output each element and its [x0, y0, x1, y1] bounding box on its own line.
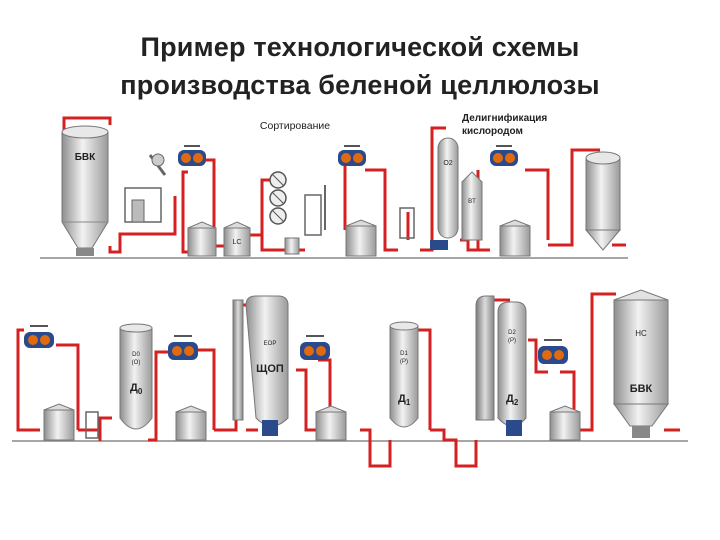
d2-name: Д [506, 393, 514, 405]
washer-7 [538, 339, 568, 364]
eop-tower [232, 295, 289, 436]
slide-title-line-2: производства беленой целлюлозы [120, 70, 600, 100]
bvk-bottom-silo [613, 289, 669, 438]
d1-name-label: Д1 [398, 393, 411, 407]
d1-tower [389, 321, 419, 428]
d1-sub: 1 [406, 398, 411, 407]
row1-small-stand [399, 207, 415, 239]
d0-sub: 0 [138, 387, 143, 396]
lc-tank [223, 221, 251, 257]
eop-label: EOP [264, 341, 277, 347]
bvk-top-label: БВК [75, 152, 96, 163]
row1-stand-1 [124, 153, 167, 223]
shchop-label: ЩОП [256, 363, 284, 375]
bvk-bottom-label: БВК [630, 383, 653, 395]
d1-paren-label: (P) [400, 359, 408, 365]
d0-tower [119, 323, 153, 430]
d0-name-label: Д0 [130, 382, 143, 396]
storage-tank-2 [345, 219, 377, 257]
storage-tank-6 [315, 405, 347, 441]
o2-reactor [430, 137, 459, 250]
slide-title-line-1: Пример технологической схемы [140, 32, 580, 62]
o2-label: O2 [443, 160, 452, 167]
sorting-screens [269, 171, 326, 255]
deligni-label-2: кислородом [462, 126, 523, 137]
d0-code-label: D0 [132, 352, 140, 358]
sorting-label: Сортирование [260, 120, 330, 132]
washer-4 [24, 325, 54, 348]
storage-tank-4 [43, 403, 75, 441]
row2-pipes [16, 292, 680, 468]
storage-tank-3 [499, 219, 531, 257]
storage-tank-7 [549, 405, 581, 441]
d2-tower [475, 295, 527, 436]
d2-sub: 2 [514, 398, 519, 407]
bt-label: BT [468, 199, 476, 205]
washer-2 [338, 145, 366, 166]
deligni-label-1: Делигнификация [462, 112, 547, 124]
storage-tank-1 [187, 221, 217, 257]
row2-stand-1 [85, 411, 99, 439]
bvk-top-silo [61, 125, 109, 256]
row1-pipes [62, 116, 626, 254]
d1-code-label: D1 [400, 351, 408, 357]
d2-code-label: D2 [508, 330, 516, 336]
d2-paren-label: (P) [508, 338, 516, 344]
d2-name-label: Д2 [506, 393, 519, 407]
washer-1 [178, 145, 206, 166]
row1-right-silo [584, 151, 622, 251]
bt-tower [461, 171, 483, 241]
storage-tank-5 [175, 405, 207, 441]
d0-name: Д [130, 382, 138, 394]
washer-5 [168, 335, 198, 360]
nc-label: НС [635, 329, 647, 338]
washer-6 [300, 335, 330, 360]
d0-paren-label: (O) [132, 360, 141, 366]
washer-3 [490, 145, 518, 166]
d1-name: Д [398, 393, 406, 405]
lc-label: LC [233, 239, 242, 246]
